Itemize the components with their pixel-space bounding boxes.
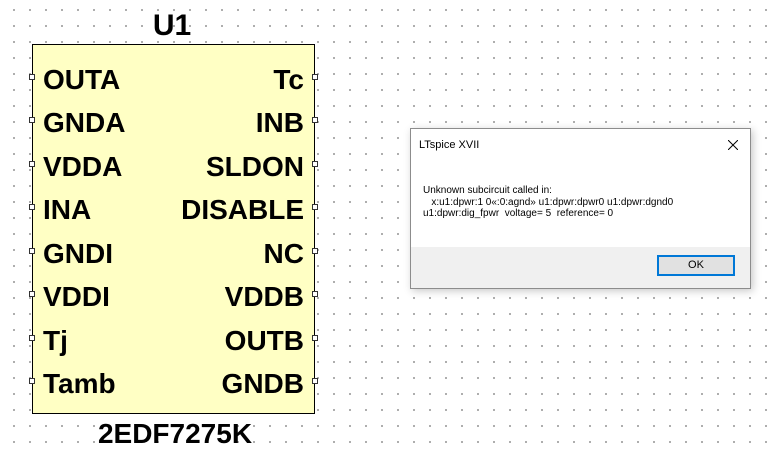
pin-label-left: Tamb (43, 368, 116, 399)
message-line: Unknown subcircuit called in: (423, 185, 552, 196)
dialog-body: Unknown subcircuit called in: x:u1:dpwr:… (411, 162, 750, 247)
dialog-footer: OK (411, 247, 750, 288)
pin-terminal[interactable] (29, 204, 35, 210)
pin-label-right: NC (263, 238, 304, 269)
pin-label-right: DISABLE (181, 194, 304, 225)
message-line: u1:dpwr:dig_fpwr voltage= 5 reference= 0 (423, 208, 614, 219)
pin-terminal[interactable] (29, 335, 35, 341)
dialog-titlebar[interactable]: LTspice XVII (411, 129, 750, 162)
dialog-title: LTspice XVII (419, 139, 480, 151)
message-line: x:u1:dpwr:1 0«:0:agnd» u1:dpwr:dpwr0 u1:… (423, 196, 674, 208)
ok-button[interactable]: OK (657, 255, 735, 276)
component-refdes[interactable]: U1 (152, 9, 192, 42)
pin-terminal[interactable] (29, 291, 35, 297)
dialog-message: Unknown subcircuit called in: x:u1:dpwr:… (423, 185, 743, 220)
pin-terminal[interactable] (29, 248, 35, 254)
pin-terminal[interactable] (312, 204, 318, 210)
pin-label-left: GNDA (43, 107, 126, 138)
pin-terminal[interactable] (312, 161, 318, 167)
pin-terminal[interactable] (312, 335, 318, 341)
pin-label-left: INA (43, 194, 92, 225)
pin-terminal[interactable] (312, 248, 318, 254)
pin-label-right: VDDB (224, 281, 304, 312)
pin-label-right: Tc (273, 64, 304, 95)
pin-label-right: SLDON (206, 151, 304, 182)
pin-label-right: INB (255, 107, 304, 138)
pin-terminal[interactable] (29, 161, 35, 167)
pin-label-left: VDDA (43, 151, 123, 182)
pin-terminal[interactable] (312, 378, 318, 384)
component-symbol[interactable]: OUTA GNDA VDDA INA GNDI VDDI Tj Tamb Tc … (32, 44, 315, 414)
pin-terminal[interactable] (29, 117, 35, 123)
pin-terminal[interactable] (312, 291, 318, 297)
pin-label-right: OUTB (224, 325, 304, 356)
component-part-name[interactable]: 2EDF7275K (97, 418, 253, 449)
pin-terminal[interactable] (312, 74, 318, 80)
close-icon (728, 140, 738, 150)
pin-terminal[interactable] (29, 74, 35, 80)
close-button[interactable] (716, 129, 750, 162)
pin-terminal[interactable] (29, 378, 35, 384)
pin-label-left: GNDI (43, 238, 113, 269)
error-dialog: LTspice XVII Unknown subcircuit called i… (410, 128, 751, 289)
pin-label-left: VDDI (43, 281, 110, 312)
pin-terminal[interactable] (312, 117, 318, 123)
pin-label-left: Tj (43, 325, 68, 356)
pin-label-right: GNDB (221, 368, 304, 399)
pin-label-left: OUTA (43, 64, 121, 95)
